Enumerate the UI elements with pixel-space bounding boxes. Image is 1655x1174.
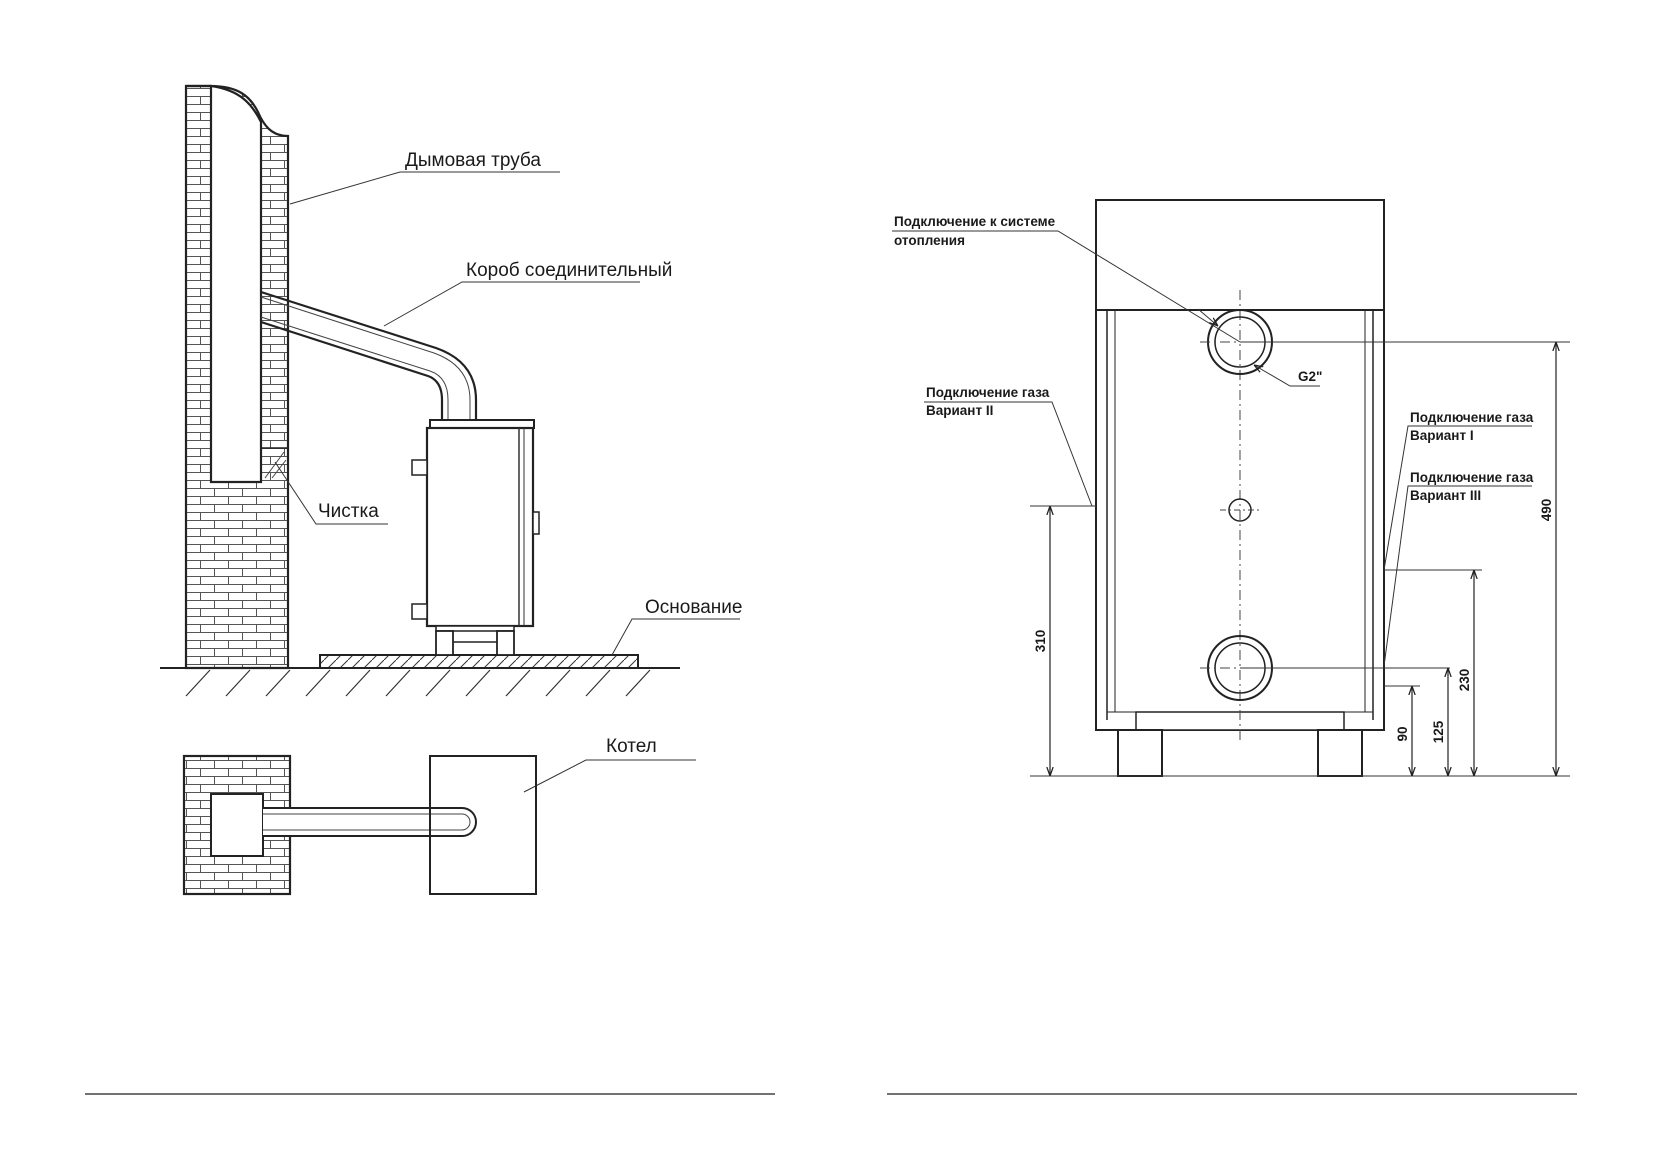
heating-connection-label: Подключение к системе [894,214,1056,229]
flue-plan [210,793,264,857]
boiler-base-slab [319,654,639,669]
boiler-foot-left [1117,729,1163,777]
gas-option-2-label: Подключение газа [926,385,1050,400]
boiler-plan [429,755,537,895]
gas-option-3-sub: Вариант III [1410,488,1481,503]
boiler-label: Котел [606,736,657,757]
installation-elevation: Дымовая труба Короб соединительный Чистк… [160,84,742,793]
boiler-front-view: Подключение к системе отопления G2" Подк… [892,199,1570,777]
dim-125: 125 [1431,720,1446,743]
chimney-wall [184,84,290,670]
mid-fitting [1220,498,1260,522]
dimension-lines [1050,342,1556,776]
chimney-label: Дымовая труба [405,150,541,171]
thread-size-label: G2" [1298,369,1322,384]
extension-lines [1030,341,1570,777]
gas-option-3-label: Подключение газа [1410,470,1534,485]
leader-lines-left [274,171,740,793]
dim-490: 490 [1539,499,1554,522]
gas-option-2-sub: Вариант II [926,403,993,418]
connector-duct-plan [263,807,477,837]
cleanout-label: Чистка [318,501,379,522]
gas-option-1-label: Подключение газа [1410,410,1534,425]
floor-ground [160,667,680,697]
base-label: Основание [645,597,742,618]
heating-connection-label-2: отопления [894,233,965,248]
dim-310: 310 [1033,630,1048,653]
connector-label: Короб соединительный [466,260,672,281]
dim-90: 90 [1395,726,1410,741]
leader-lines-right [892,230,1532,667]
boiler-foot-right [1317,729,1363,777]
dim-230: 230 [1457,669,1472,692]
connector-duct [260,290,478,420]
installation-plan [182,754,537,896]
gas-option-1-sub: Вариант I [1410,428,1474,443]
cleanout-hatch [261,447,288,479]
boiler-side-view [411,419,540,656]
